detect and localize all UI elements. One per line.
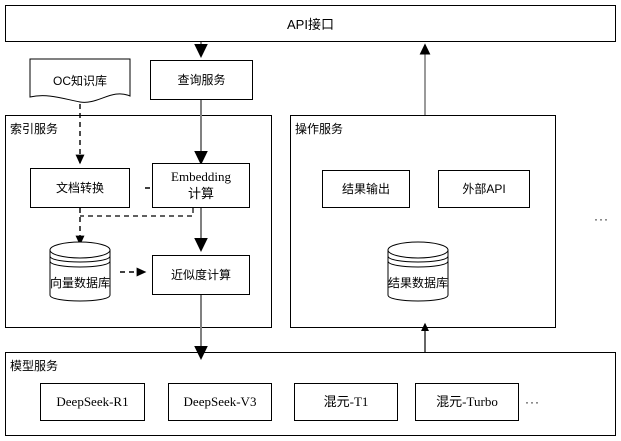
- result-output-node[interactable]: 结果输出: [322, 170, 410, 208]
- result-database-shape: [387, 241, 449, 302]
- external-api-node[interactable]: 外部API: [438, 170, 530, 208]
- result-database-label: 结果数据库: [388, 276, 449, 290]
- external-api-label: 外部API: [462, 181, 506, 196]
- oc-knowledge-base-label: OC知识库: [52, 74, 107, 88]
- api-interface-label: API接口: [287, 17, 334, 32]
- query-service-node[interactable]: 查询服务: [150, 60, 253, 100]
- embedding-compute-label: Embedding 计算: [171, 169, 231, 201]
- hunyuan-t1-label: 混元-T1: [323, 393, 369, 409]
- deepseek-v3-node[interactable]: DeepSeek-V3: [168, 383, 272, 421]
- hunyuan-turbo-node[interactable]: 混元-Turbo: [415, 383, 519, 421]
- deepseek-r1-node[interactable]: DeepSeek-R1: [40, 383, 145, 421]
- query-service-label: 查询服务: [177, 72, 226, 87]
- container-model-service-label: 模型服务: [10, 359, 59, 373]
- container-index-service-label: 索引服务: [10, 122, 59, 136]
- hunyuan-turbo-label: 混元-Turbo: [436, 393, 498, 409]
- embedding-compute-node[interactable]: Embedding 计算: [152, 163, 250, 208]
- vector-database-shape: [49, 241, 111, 302]
- oc-knowledge-base-shape: [29, 58, 131, 103]
- doc-convert-node[interactable]: 文档转换: [30, 168, 130, 208]
- api-interface-bar[interactable]: API接口: [5, 5, 616, 42]
- doc-convert-label: 文档转换: [55, 180, 104, 195]
- vector-database-label: 向量数据库: [50, 276, 111, 290]
- result-output-label: 结果输出: [341, 181, 390, 196]
- right-ellipsis-mark: ···: [594, 212, 609, 226]
- deepseek-r1-label: DeepSeek-R1: [56, 393, 129, 409]
- container-operation-service-label: 操作服务: [295, 122, 344, 136]
- similarity-compute-node[interactable]: 近似度计算: [152, 255, 250, 295]
- model-ellipsis-mark: ···: [525, 395, 540, 409]
- hunyuan-t1-node[interactable]: 混元-T1: [294, 383, 398, 421]
- deepseek-v3-label: DeepSeek-V3: [183, 393, 257, 409]
- similarity-compute-label: 近似度计算: [170, 267, 231, 282]
